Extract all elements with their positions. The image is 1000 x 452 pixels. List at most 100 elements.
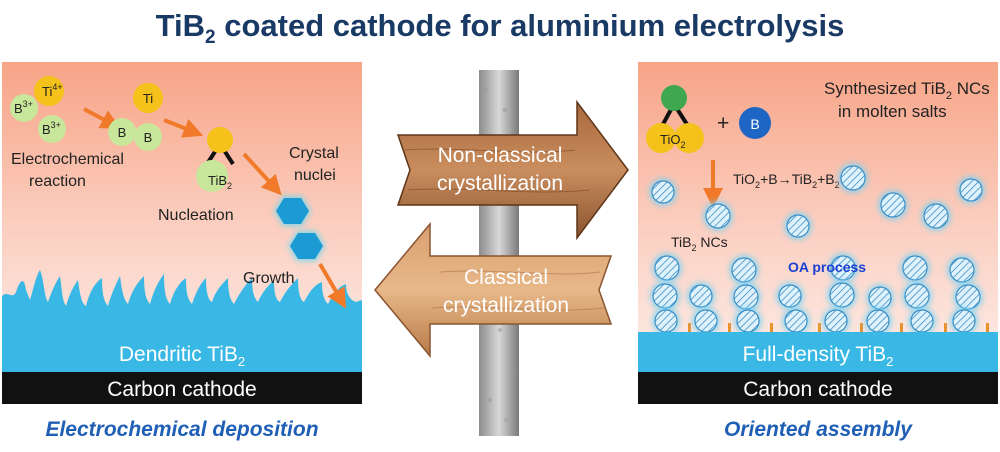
- tio2-o-left: [646, 123, 676, 153]
- signpost-pole: [479, 70, 519, 436]
- non-classical-arrow: Non-classical crystallization: [396, 99, 629, 241]
- right-carbon-cathode-label: Carbon cathode: [743, 378, 892, 401]
- b3-ion-a: [10, 94, 38, 122]
- electro-label-2: reaction: [29, 173, 86, 190]
- dendritic-layer-band: [2, 332, 362, 372]
- non-classical-label-1: Non-classical: [438, 144, 563, 167]
- step-arrow-2: [163, 118, 204, 138]
- electro-label-1: Electrochemical: [11, 151, 124, 168]
- b3-ion-b-label: B3+: [42, 120, 61, 137]
- tib2-nanocrystal: [733, 284, 759, 310]
- oa-process-label: OA process: [788, 259, 866, 275]
- left-panel: Dendritic TiB2 Carbon cathode Ti4+ B3+ B…: [2, 62, 362, 404]
- classical-label-1: Classical: [464, 266, 548, 289]
- tib2-nanocrystal: [959, 178, 983, 202]
- tib2-nanocrystal: [952, 309, 976, 333]
- b-atom-2-label: B: [144, 130, 153, 145]
- tib2-nanocrystal: [902, 255, 928, 281]
- classical-arrow: Classical crystallization: [374, 221, 613, 359]
- classical-label-2: crystallization: [443, 294, 569, 317]
- reaction-equation: TiO2+B→TiB2+B2O3: [733, 171, 856, 190]
- crystal-nucleus-1: [276, 198, 309, 224]
- non-classical-label-2: crystallization: [437, 172, 563, 195]
- right-header-1: Synthesized TiB2 NCs: [824, 79, 990, 102]
- tib2-nanocrystal: [654, 255, 680, 281]
- b-atom-2: [134, 123, 162, 151]
- tib2-nanocrystal: [778, 284, 802, 308]
- tib2-nanocrystal: [910, 309, 934, 333]
- right-header-2: in molten salts: [838, 102, 947, 121]
- ti-atom: [133, 83, 163, 113]
- tib2-nanocrystal: [786, 214, 810, 238]
- step-arrow-1: [83, 107, 121, 129]
- right-carbon-cathode: [638, 372, 998, 404]
- boron-atom: [739, 107, 771, 139]
- attachment-stub: [944, 323, 947, 332]
- b3-ion-a-label: B3+: [14, 99, 33, 116]
- tib2-nanocrystal: [736, 309, 760, 333]
- b-atom-1-label: B: [118, 125, 127, 140]
- attachment-stub: [860, 323, 863, 332]
- tio2-ti: [661, 85, 687, 111]
- crystal-nucleus-2: [290, 233, 323, 259]
- tib2-nanocrystal: [840, 165, 866, 191]
- tib2-nanocrystal: [880, 192, 906, 218]
- b3-ion-b: [38, 115, 66, 143]
- tib2-nanocrystal: [652, 283, 678, 309]
- b-atom-1: [108, 118, 136, 146]
- tib2-nanocrystal: [829, 282, 855, 308]
- tib2-nanocrystal: [955, 284, 981, 310]
- tib2-nanocrystal: [830, 255, 856, 281]
- left-caption: Electrochemical deposition: [45, 418, 318, 441]
- tib2-nanocrystal: [651, 180, 675, 204]
- attachment-stub: [986, 323, 989, 332]
- tib2-nanocrystal: [731, 257, 757, 283]
- attachment-stub: [728, 323, 731, 332]
- tib2-b: [196, 160, 228, 192]
- tib2-nanocrystal: [654, 309, 678, 333]
- right-panel: Synthesized TiB2 NCs in molten salts TiO…: [638, 62, 998, 404]
- full-density-layer: [638, 332, 998, 372]
- crystal-label-2: nuclei: [294, 167, 336, 184]
- plus-sign: +: [717, 112, 729, 135]
- tib2-nanocrystal: [694, 309, 718, 333]
- tib2-nanocrystal: [949, 257, 975, 283]
- growth-label: Growth: [243, 270, 295, 287]
- right-caption: Oriented assembly: [724, 418, 913, 441]
- attachment-stub: [688, 323, 691, 332]
- attachment-stub: [770, 323, 773, 332]
- ti-atom-label: Ti: [143, 91, 153, 106]
- left-carbon-cathode-label: Carbon cathode: [107, 378, 256, 401]
- boron-atom-label: B: [750, 116, 759, 132]
- tib2-ti: [207, 127, 233, 153]
- tib2-nanocrystal: [689, 284, 713, 308]
- attachment-stub: [818, 323, 821, 332]
- signpost: Non-classical crystallization Classical …: [374, 70, 629, 436]
- tib2-nanocrystal: [824, 309, 848, 333]
- tib2-label: TiB2: [208, 173, 232, 191]
- dendritic-layer-shape: [2, 270, 362, 332]
- dendritic-layer-label: Dendritic TiB2: [119, 343, 245, 369]
- step-arrow-4: [318, 262, 347, 309]
- tib2-nanocrystal: [923, 203, 949, 229]
- nucleation-label: Nucleation: [158, 207, 234, 224]
- tib2-nanocrystal: [784, 309, 808, 333]
- ti4-ion: [34, 76, 64, 106]
- tio2-o-right: [674, 123, 704, 153]
- tio2-label: TiO2: [660, 132, 685, 150]
- nanocrystals: [649, 163, 989, 335]
- step-arrow-3: [242, 152, 282, 196]
- ncs-label: TiB2 NCs: [671, 234, 728, 253]
- attachment-stub: [900, 323, 903, 332]
- left-carbon-cathode: [2, 372, 362, 404]
- tib2-nanocrystal: [866, 309, 890, 333]
- tib2-nanocrystal: [705, 203, 731, 229]
- page-title: TiB2 coated cathode for aluminium electr…: [156, 8, 845, 48]
- tib2-nanocrystal: [868, 286, 892, 310]
- ti4-ion-label: Ti4+: [42, 82, 63, 99]
- full-density-label: Full-density TiB2: [743, 343, 894, 369]
- crystal-label-1: Crystal: [289, 145, 339, 162]
- tib2-nanocrystal: [904, 283, 930, 309]
